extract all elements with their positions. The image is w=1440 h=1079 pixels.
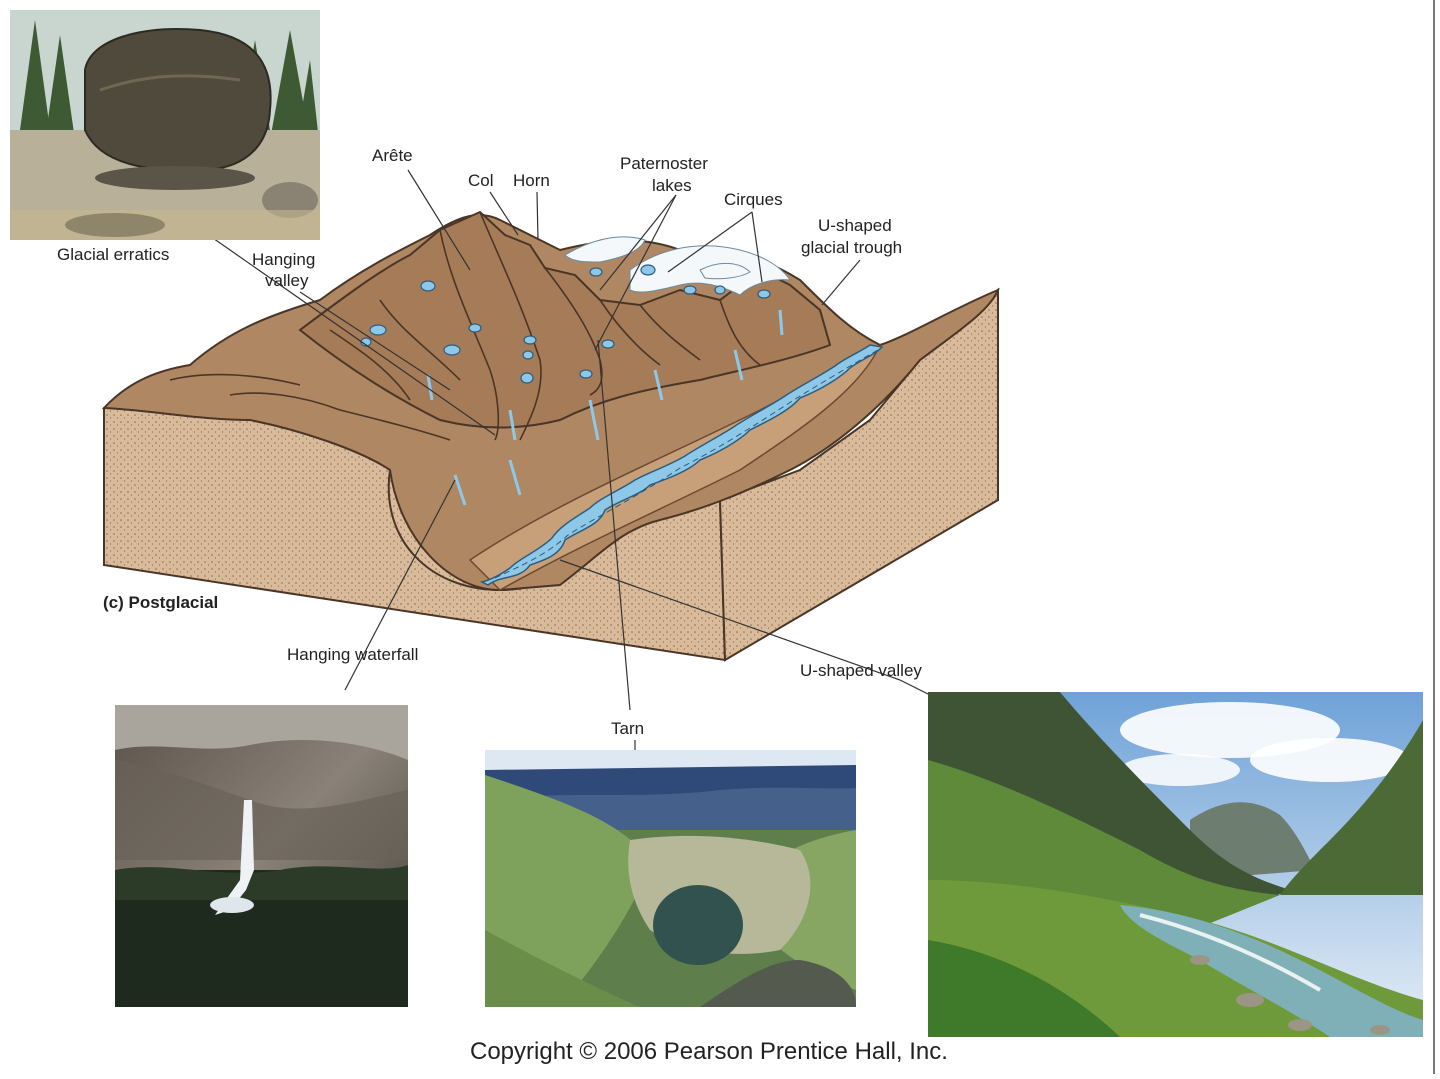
glacial-erratic-photo	[10, 10, 320, 240]
label-hanging-valley-line1: Hanging	[252, 250, 316, 269]
label-col: Col	[468, 171, 494, 190]
u-shaped-valley-photo	[928, 692, 1423, 1037]
label-paternoster-line2: lakes	[652, 176, 692, 195]
panel-label: (c) Postglacial	[103, 593, 219, 612]
label-arete: Arête	[372, 146, 413, 165]
river-centerline	[494, 349, 879, 579]
label-paternoster-line1: Paternoster	[620, 154, 708, 173]
tarn-photo	[485, 750, 856, 1007]
mountain-peaks	[298, 210, 832, 429]
label-horn: Horn	[513, 171, 550, 190]
label-u-shaped-valley: U-shaped valley	[800, 661, 922, 680]
ridge-lines	[169, 211, 761, 441]
block-diagram	[101, 210, 1000, 662]
lakes	[360, 264, 771, 384]
river	[479, 344, 884, 586]
label-u-trough-line1: U-shaped	[818, 216, 892, 235]
label-hanging-valley-line2: valley	[265, 271, 309, 290]
page-border	[1433, 0, 1435, 1074]
label-u-trough-line2: glacial trough	[801, 238, 903, 257]
label-glacial-erratics: Glacial erratics	[57, 245, 170, 264]
copyright-notice: Copyright © 2006 Pearson Prentice Hall, …	[470, 1038, 948, 1065]
streams	[426, 309, 784, 506]
snow-patches	[564, 236, 792, 296]
label-tarn: Tarn	[611, 719, 645, 738]
label-hanging-waterfall: Hanging waterfall	[287, 645, 419, 664]
hanging-waterfall-photo	[115, 705, 408, 1007]
leader-lines	[209, 169, 931, 770]
label-cirques: Cirques	[724, 190, 783, 209]
